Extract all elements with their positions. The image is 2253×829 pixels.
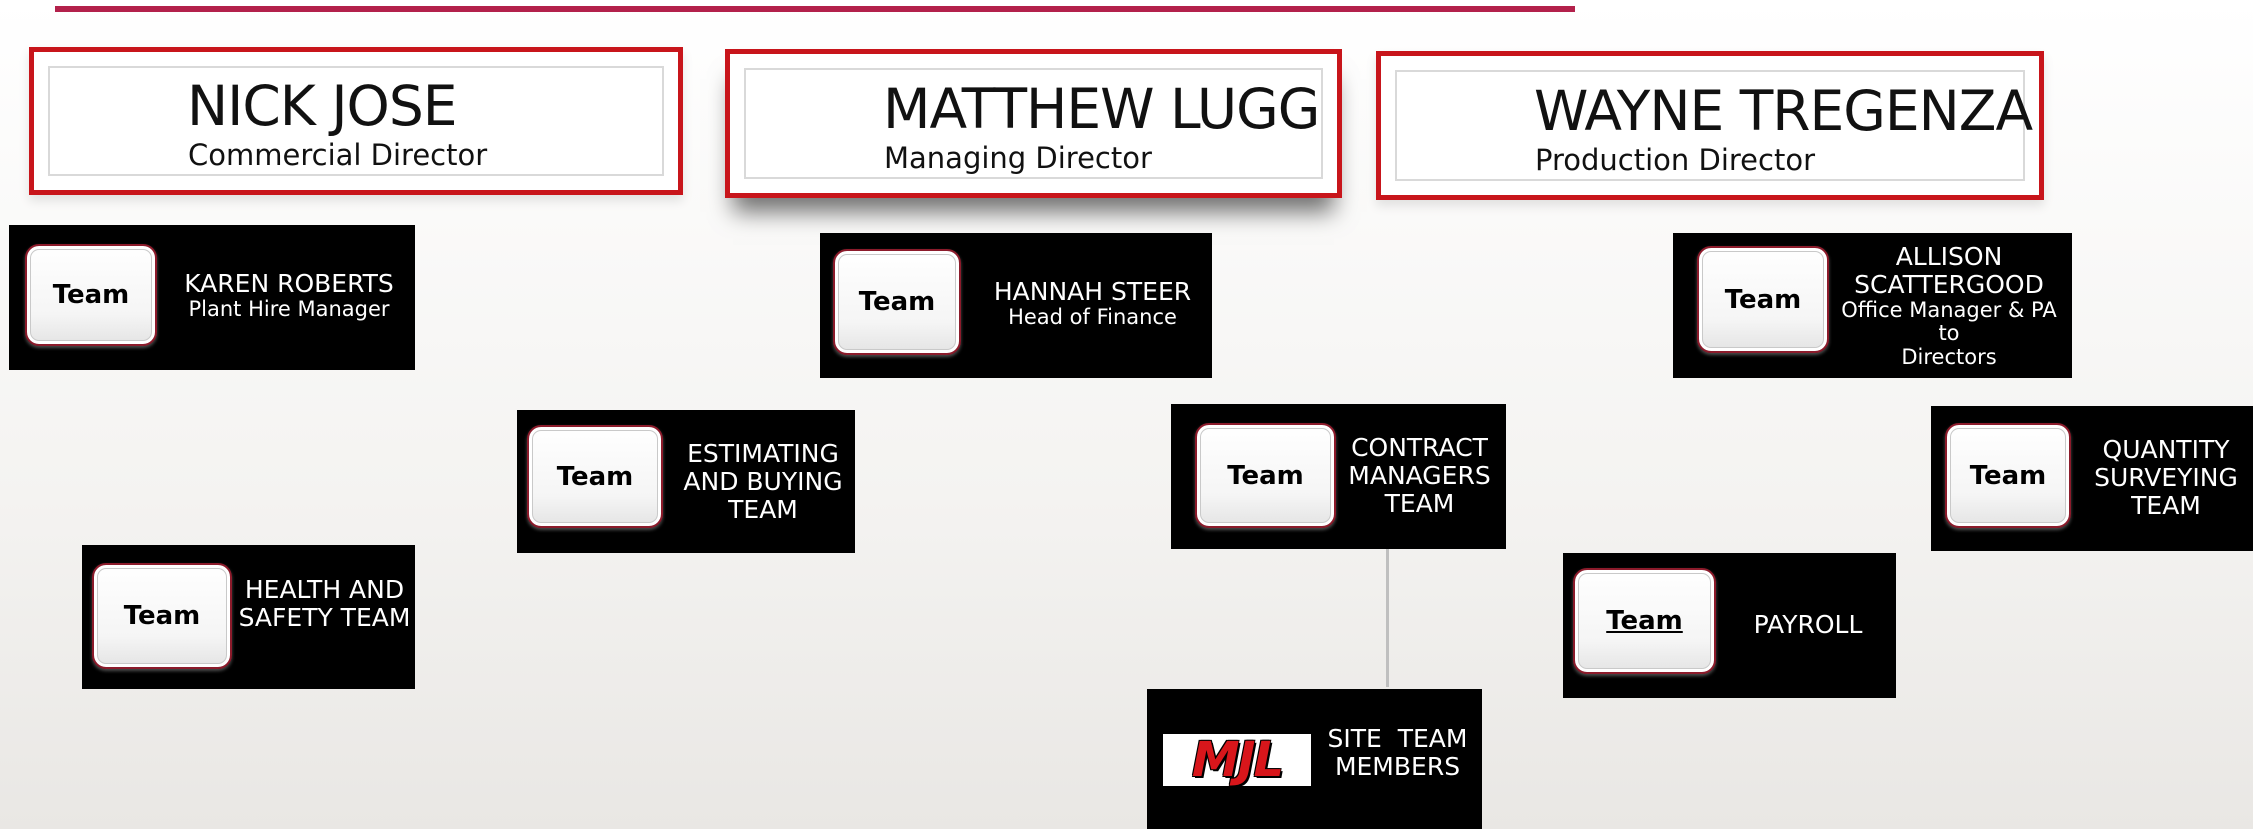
card-text: CONTRACT MANAGERS TEAM <box>1336 418 1503 533</box>
team-button[interactable]: Team <box>92 563 232 669</box>
director-role: Production Director <box>1535 143 1816 177</box>
card-text: HEALTH AND SAFETY TEAM <box>237 559 412 649</box>
director-role: Commercial Director <box>188 138 488 172</box>
card-estimating-buying-team: Team ESTIMATING AND BUYING TEAM <box>517 410 855 553</box>
card-line: SURVEYING <box>2094 462 2238 492</box>
card-text: PAYROLL <box>1723 567 1893 682</box>
card-line: MEMBERS <box>1334 752 1461 781</box>
director-inner-frame <box>48 66 664 176</box>
director-name: NICK JOSE <box>187 74 457 138</box>
card-name-line1: ALLISON <box>1895 241 2003 271</box>
team-button[interactable]: Team <box>1697 246 1829 353</box>
director-box-matthew-lugg: MATTHEW LUGG Managing Director <box>725 49 1342 198</box>
card-hannah-steer: Team HANNAH STEER Head of Finance <box>820 233 1212 378</box>
card-name-line2: SCATTERGOOD <box>1854 269 2044 299</box>
card-health-safety-team: Team HEALTH AND SAFETY TEAM <box>82 545 415 689</box>
card-role-line1: Office Manager & PA to <box>1841 297 2057 346</box>
card-line: CONTRACT <box>1351 432 1488 462</box>
director-name: WAYNE TREGENZA <box>1534 79 2033 143</box>
card-text: KAREN ROBERTS Plant Hire Manager <box>174 241 404 351</box>
card-line: ESTIMATING <box>687 438 839 468</box>
card-quantity-surveying-team: Team QUANTITY SURVEYING TEAM <box>1931 406 2253 551</box>
card-text: ESTIMATING AND BUYING TEAM <box>674 424 852 539</box>
card-role: Plant Hire Manager <box>188 297 390 322</box>
card-role-line2: Directors <box>1901 344 1997 369</box>
card-site-team-members: MJL SITE TEAM MEMBERS <box>1147 689 1482 829</box>
card-text: SITE TEAM MEMBERS <box>1315 703 1480 803</box>
card-line: HEALTH AND <box>244 575 405 604</box>
team-button[interactable]: Team <box>1945 423 2071 528</box>
card-karen-roberts: Team KAREN ROBERTS Plant Hire Manager <box>9 225 415 370</box>
mjl-logo: MJL <box>1163 732 1311 788</box>
card-line: PAYROLL <box>1753 609 1863 639</box>
card-text: HANNAH STEER Head of Finance <box>980 249 1205 359</box>
team-button[interactable]: Team <box>1195 423 1336 528</box>
card-text: QUANTITY SURVEYING TEAM <box>2081 420 2251 535</box>
card-line: SITE TEAM <box>1327 724 1468 753</box>
card-line: TEAM <box>1384 488 1455 518</box>
team-button[interactable]: Team <box>527 425 663 528</box>
card-line: TEAM <box>728 494 798 524</box>
card-payroll: Team PAYROLL <box>1563 553 1896 698</box>
card-line: AND BUYING <box>683 466 843 496</box>
card-line: SAFETY TEAM <box>238 603 411 632</box>
director-inner-frame <box>744 68 1323 179</box>
card-line: MANAGERS <box>1348 460 1491 490</box>
card-text: ALLISON SCATTERGOOD Office Manager & PA … <box>1829 241 2069 371</box>
director-box-wayne-tregenza: WAYNE TREGENZA Production Director <box>1376 51 2044 200</box>
director-role: Managing Director <box>884 141 1152 175</box>
top-divider-line <box>55 6 1575 12</box>
card-contract-managers-team: Team CONTRACT MANAGERS TEAM <box>1171 404 1506 549</box>
card-line: TEAM <box>2131 490 2201 520</box>
team-button[interactable]: Team <box>25 244 157 346</box>
director-inner-frame <box>1395 70 2025 181</box>
card-name: KAREN ROBERTS <box>184 269 394 299</box>
director-box-nick-jose: NICK JOSE Commercial Director <box>29 47 683 195</box>
team-button[interactable]: Team <box>833 249 961 355</box>
director-name: MATTHEW LUGG <box>883 77 1320 141</box>
team-button[interactable]: Team <box>1573 568 1716 674</box>
card-name: HANNAH STEER <box>993 277 1192 307</box>
connector-line <box>1386 549 1389 687</box>
card-allison-scattergood: Team ALLISON SCATTERGOOD Office Manager … <box>1673 233 2072 378</box>
card-role: Head of Finance <box>1008 305 1177 330</box>
card-line: QUANTITY <box>2102 434 2230 464</box>
